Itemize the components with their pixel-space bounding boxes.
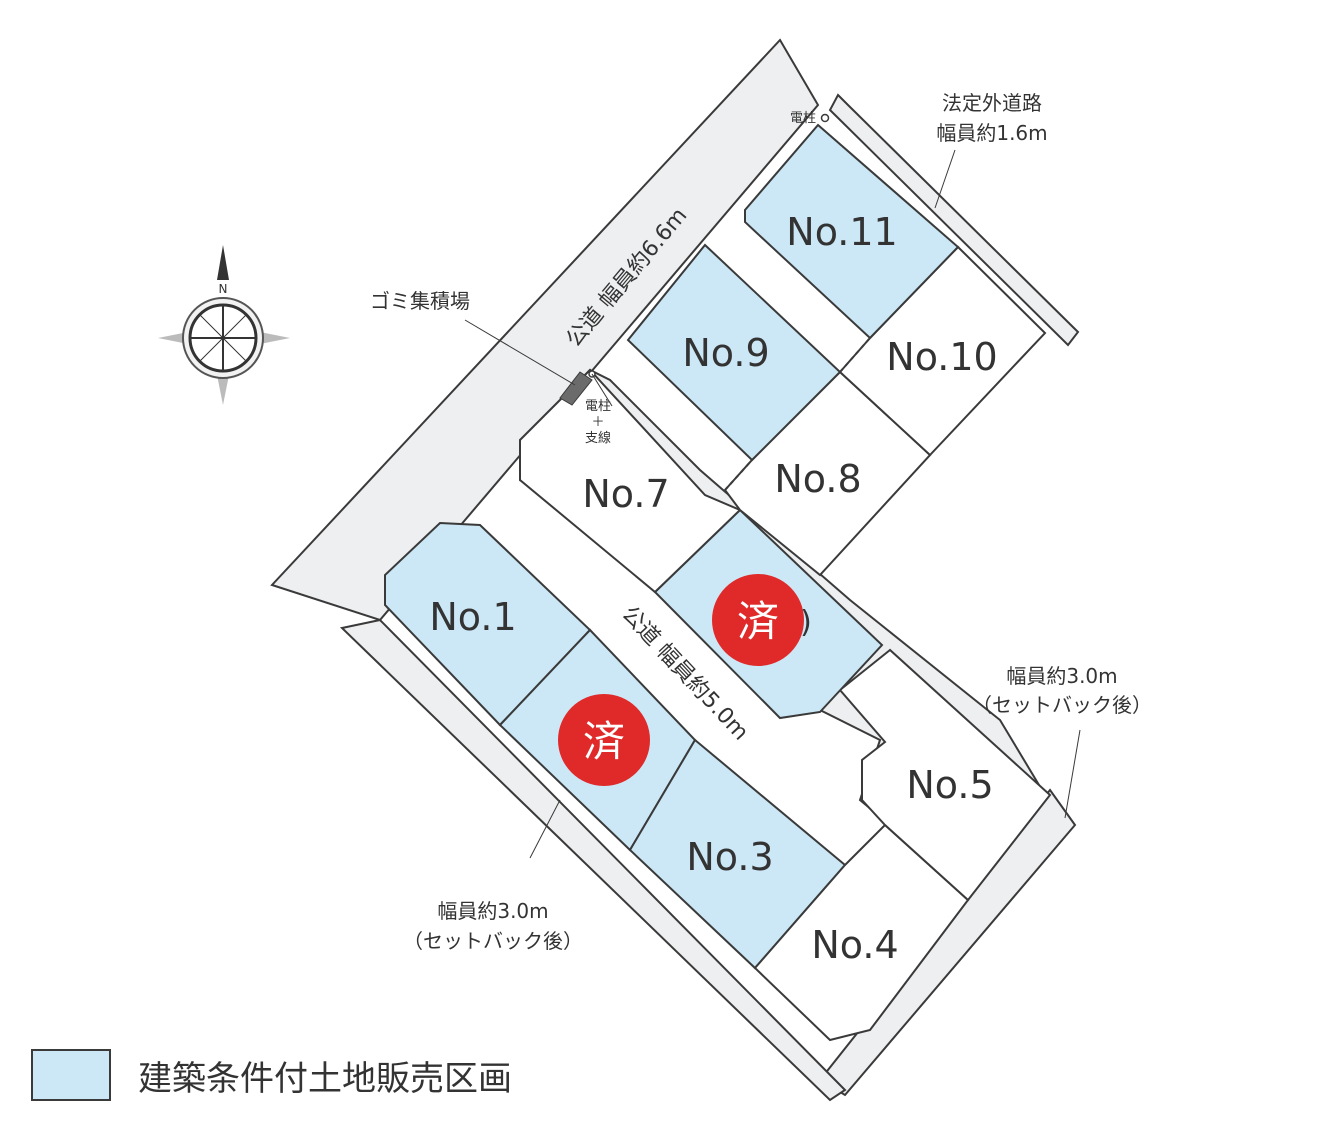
compass-north-label: N: [219, 282, 228, 296]
legend: 建築条件付土地販売区画: [31, 1049, 512, 1101]
plot-11-label: No.11: [786, 210, 897, 254]
garbage-label: ゴミ集積場: [370, 289, 470, 313]
plot-3-label: No.3: [686, 835, 773, 879]
plot-4-label: No.4: [811, 923, 898, 967]
pole-stay-label-line3: 支線: [585, 430, 611, 446]
private-road-label-line2: 幅員約1.6m: [936, 121, 1047, 145]
garbage-area: [559, 371, 593, 406]
pole-stay-label-line2: ＋: [591, 415, 604, 430]
plot-7-area[interactable]: [519, 368, 742, 594]
pole-stay-label-line1: 電柱: [585, 399, 611, 414]
plot-labels: No.1 No.3 No.4 No.5 No.7 No.8 No.9 No.10…: [429, 210, 997, 967]
left-road-label-line1: 幅員約3.0m: [437, 899, 548, 923]
plot-9-label: No.9: [682, 331, 769, 375]
plot-1-label: No.1: [429, 595, 516, 639]
dashed-boundaries: [724, 337, 871, 491]
private-road-label-line1: 法定外道路: [942, 91, 1042, 115]
guy-wire-line: [591, 373, 613, 407]
left-road: [339, 618, 847, 1102]
plot-8-label: No.8: [774, 457, 861, 501]
plots: [384, 123, 1052, 1042]
sold-badge-plot-6: [712, 574, 804, 666]
sold-badge-plot-2: [558, 694, 650, 786]
leader-lines: [529, 149, 1081, 859]
private-road: [828, 93, 1080, 347]
legend-swatch: [31, 1049, 111, 1101]
right-road-label-line2: （セットバック後）: [972, 693, 1152, 717]
facility-labels: ゴミ集積場 電柱 電柱 ＋ 支線: [370, 111, 816, 446]
plot-5-area[interactable]: [838, 648, 1052, 902]
legend-label: 建築条件付土地販売区画: [138, 1059, 512, 1099]
plot-5-label: No.5: [906, 763, 993, 807]
utility-pole-top-icon: [820, 113, 830, 123]
plot-6-label-fragment: ): [800, 605, 812, 640]
pole-top-label: 電柱: [790, 111, 816, 126]
compass-icon: N: [158, 245, 290, 405]
garbage-leader-line: [464, 319, 576, 386]
plot-7-label: No.7: [582, 472, 669, 516]
sold-badge-plot-6-text: 済: [737, 597, 779, 646]
facilities: [464, 113, 830, 407]
sold-badge-plot-2-text: 済: [583, 717, 625, 766]
sold-badges: 済 済: [558, 574, 804, 786]
plot-11-area[interactable]: [744, 123, 960, 340]
plot-10-label: No.10: [886, 335, 997, 379]
right-road-label-line1: 幅員約3.0m: [1006, 664, 1117, 688]
left-road-label-line2: （セットバック後）: [403, 929, 583, 953]
